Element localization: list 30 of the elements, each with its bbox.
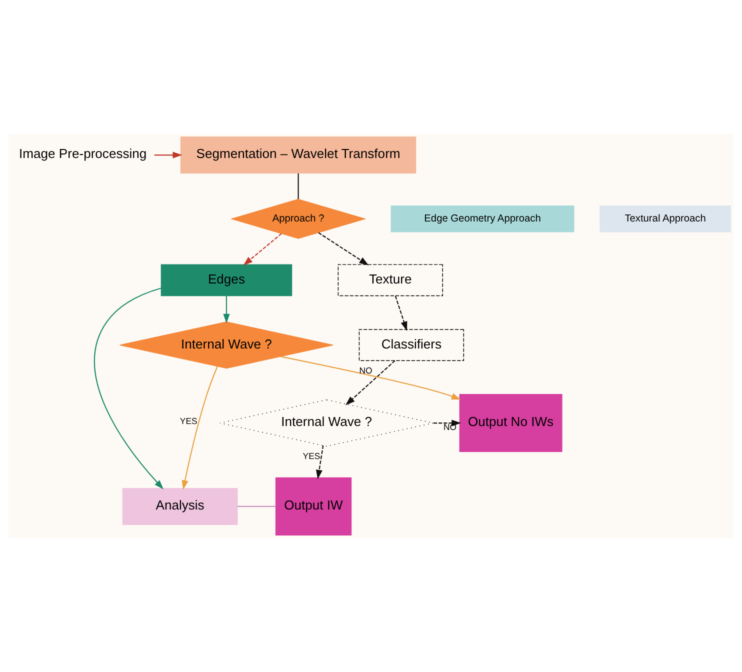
arrow [394,296,408,331]
node-box: Textural Approach [600,205,731,232]
arrow [318,232,369,266]
arrow [243,233,282,266]
node-box: Output No IWs [459,394,562,452]
node-box: Texture [338,264,443,296]
node-box: Classifiers [358,329,464,362]
arrow [345,360,396,406]
node-diamond: Internal Wave ? [120,321,334,369]
arrow [433,420,462,426]
arrow [182,366,218,490]
node-box: Segmentation – Wavelet Transform [180,136,416,174]
edge-label: YES [180,416,198,426]
connector [298,173,299,200]
node-text: Image Pre-processing [19,146,147,162]
arrow [280,356,461,400]
arrow [316,445,324,480]
node-diamond: Internal Wave ? [220,399,434,447]
node-box: Edge Geometry Approach [390,205,574,232]
connector [237,506,276,507]
edge-label: NO [359,365,372,376]
node-box: Analysis [122,488,238,525]
node-box: Output IW [275,477,352,536]
arrow [94,288,164,490]
node-box: Edges [160,264,292,296]
edge-label: YES [302,451,320,462]
edge-label: NO [444,422,457,432]
arrow [154,152,182,158]
node-diamond: Approach ? [230,198,366,239]
arrow [223,296,230,324]
